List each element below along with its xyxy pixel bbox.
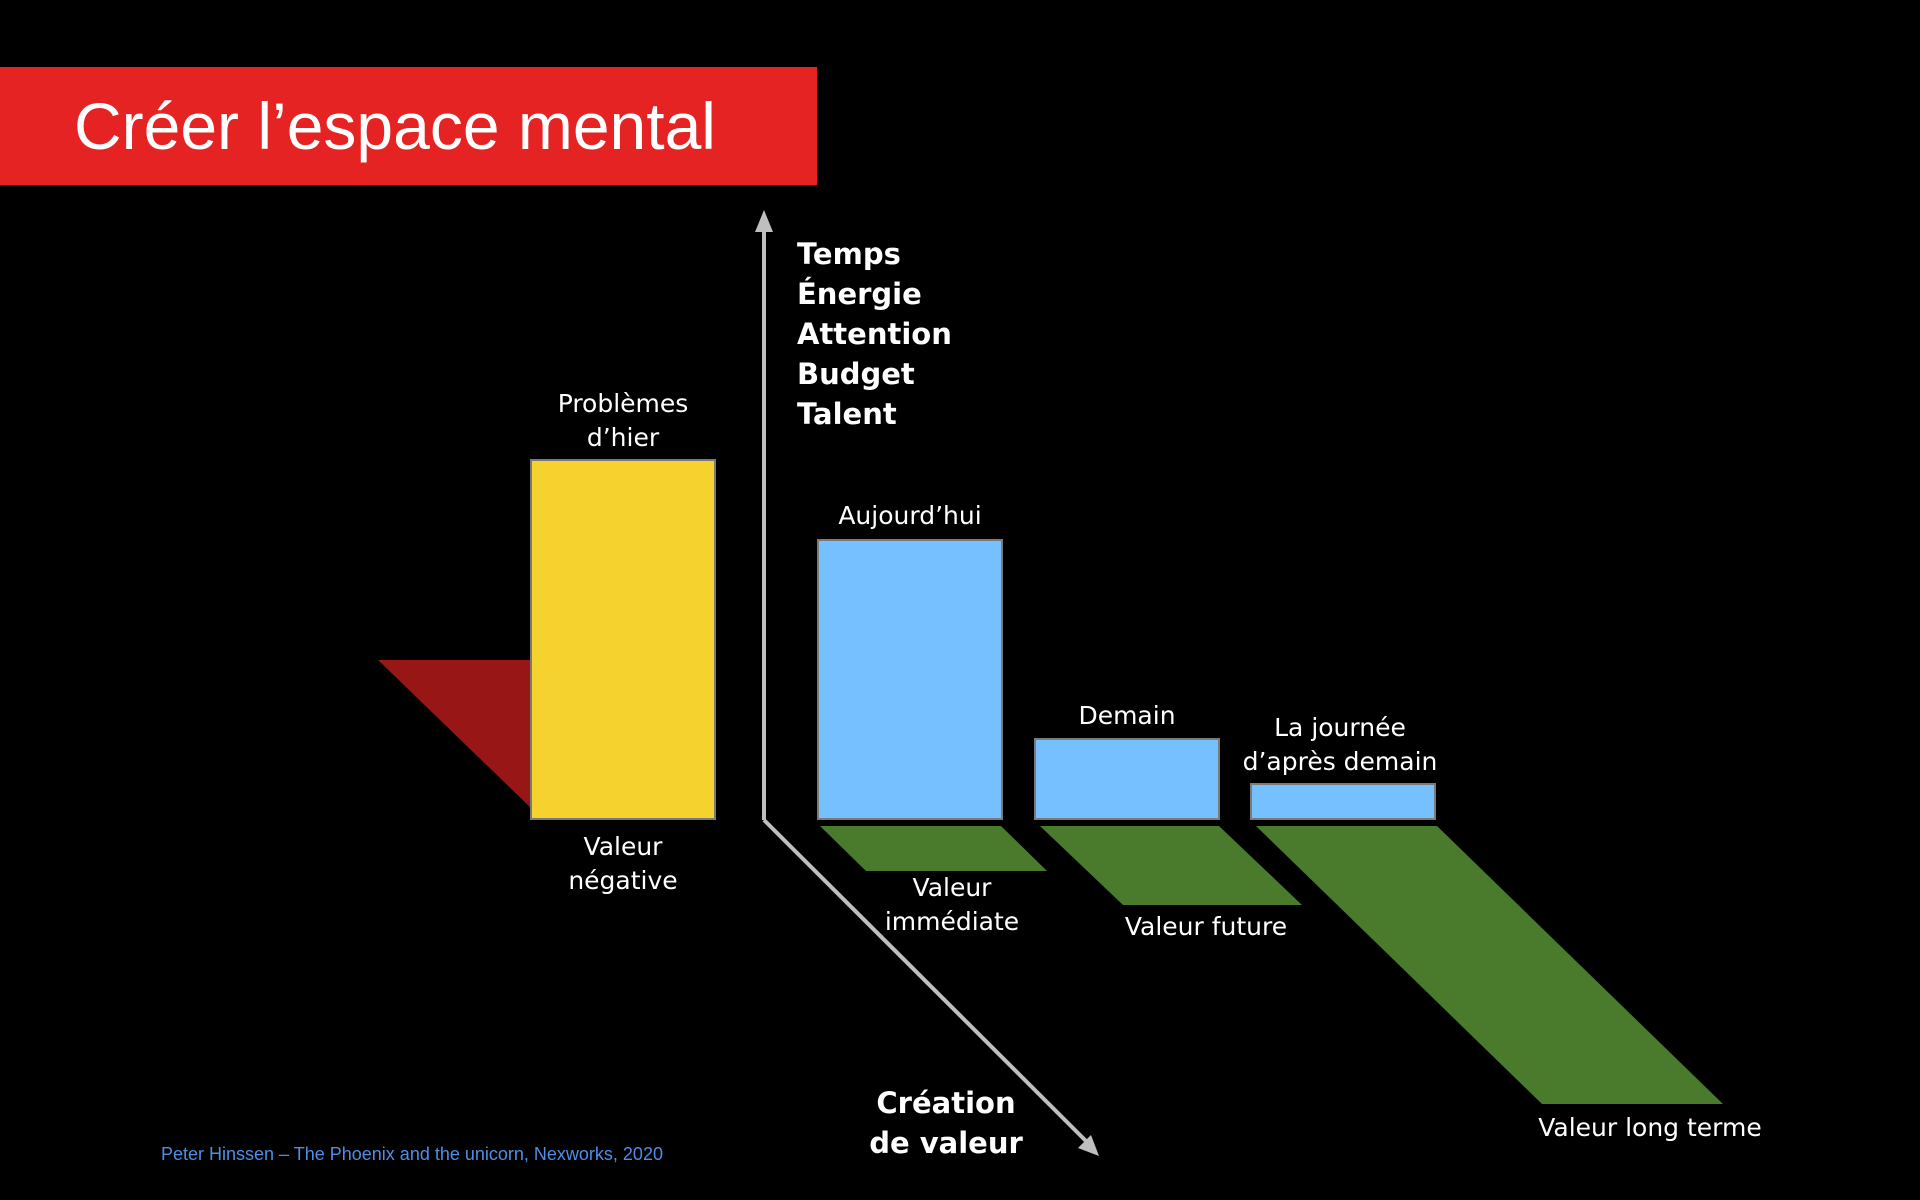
yesterday-problems-bar [530,459,716,820]
future-value-label: Valeur future [1124,912,1288,941]
slide-title: Créer l’espace mental [74,89,716,163]
negative-value-label-line1: Valeur [583,832,663,861]
tomorrow-bar [1034,738,1220,820]
negative-value-shadow [378,660,531,808]
resource-budget: Budget [797,357,915,391]
immediate-value-shadow [820,826,1047,871]
value-creation-label-line1: Création [876,1086,1016,1120]
resource-temps: Temps [797,237,901,271]
immediate-value-label-line2: immédiate [884,907,1020,936]
day-after-tomorrow-label: La journée d’après demain [1220,711,1460,779]
negative-value-label-line2: négative [568,866,678,895]
tomorrow-label: Demain [1078,701,1176,730]
today-bar [817,539,1003,820]
immediate-value-label: Valeur immédiate [852,871,1052,939]
day-after-tomorrow-label-line2: d’après demain [1242,747,1438,776]
immediate-value-label-line1: Valeur [912,873,992,902]
resource-attention: Attention [797,317,952,351]
value-creation-label: Création de valeur [826,1083,1066,1163]
resource-energie: Énergie [797,277,922,311]
yesterday-problems-label-line2: d’hier [586,423,660,452]
citation: Peter Hinssen – The Phoenix and the unic… [161,1144,663,1164]
vertical-axis-arrowhead [755,210,773,232]
long-term-value-label: Valeur long terme [1538,1113,1762,1142]
resource-talent: Talent [797,397,897,431]
title-banner: Créer l’espace mental [0,67,817,185]
day-after-tomorrow-bar [1250,783,1436,820]
negative-value-label: Valeur négative [523,830,723,898]
diagonal-axis-arrowhead [1078,1135,1099,1156]
yesterday-problems-label-line1: Problèmes [557,389,689,418]
resources-list: Temps Énergie Attention Budget Talent [797,234,952,434]
today-label: Aujourd’hui [838,501,982,530]
yesterday-problems-label: Problèmes d’hier [523,387,723,455]
future-value-shadow [1040,826,1302,905]
diagonal-axis [762,818,1092,1147]
long-term-value-shadow [1256,826,1723,1104]
value-creation-label-line2: de valeur [869,1126,1023,1160]
day-after-tomorrow-label-line1: La journée [1274,713,1406,742]
